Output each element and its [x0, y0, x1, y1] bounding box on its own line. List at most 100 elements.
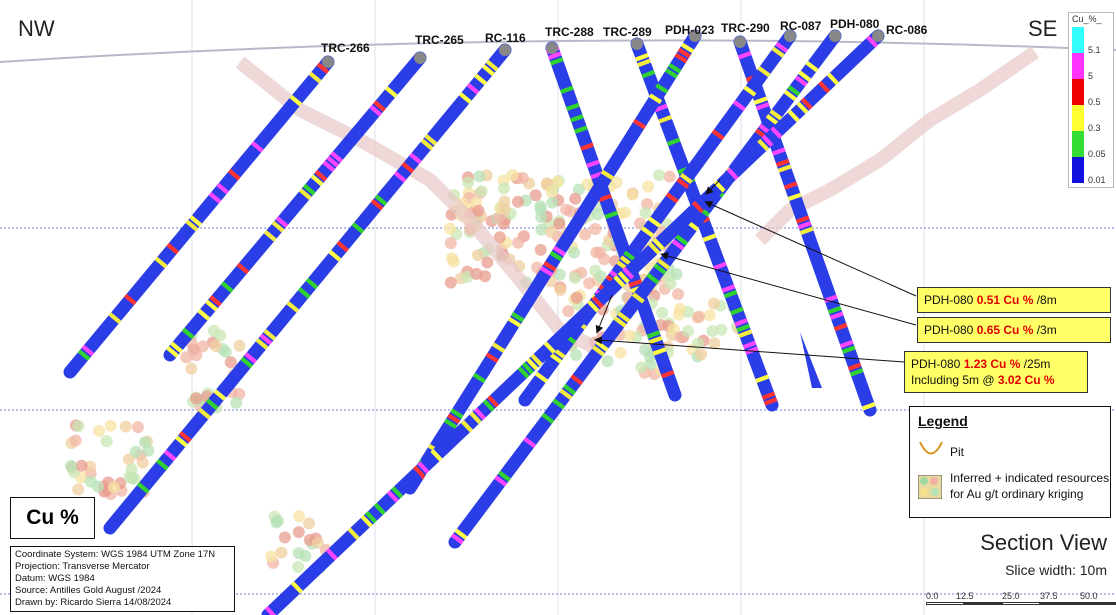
- assay-interval: [665, 192, 679, 204]
- assay-interval: [628, 279, 643, 288]
- assay-interval: [818, 80, 831, 94]
- assay-interval: [517, 366, 530, 379]
- assay-interval: [469, 411, 482, 425]
- resource-block: [639, 343, 652, 356]
- assay-interval: [757, 138, 770, 152]
- resource-block: [619, 206, 632, 219]
- hole-label: TRC-290: [721, 21, 770, 35]
- assay-interval: [604, 210, 619, 220]
- assay-interval: [648, 93, 663, 104]
- color-swatch: [1072, 79, 1084, 105]
- assay-interval: [198, 407, 211, 420]
- assay-interval: [640, 226, 654, 238]
- resource-block: [180, 351, 193, 364]
- assay-interval: [393, 171, 407, 183]
- resource-block: [591, 208, 604, 221]
- callout-3: PDH-080 1.23 Cu % /25m Including 5m @ 3.…: [904, 351, 1088, 393]
- assay-interval: [566, 102, 580, 112]
- assay-interval: [757, 66, 771, 78]
- assay-interval: [617, 311, 631, 323]
- assay-interval: [769, 109, 783, 121]
- resource-block: [667, 323, 680, 336]
- callout-arrow: [595, 294, 613, 334]
- callout-1: PDH-080 0.51 Cu % /8m: [917, 287, 1111, 313]
- assay-interval: [619, 255, 633, 267]
- assay-interval: [552, 347, 566, 359]
- resource-block: [473, 170, 486, 183]
- slice-width: Slice width: 10m: [1005, 562, 1107, 578]
- resource-block: [84, 475, 97, 488]
- assay-interval: [787, 192, 802, 201]
- resource-block: [670, 268, 683, 281]
- resource-block: [601, 355, 614, 368]
- assay-interval: [723, 289, 738, 299]
- resource-block: [695, 348, 708, 361]
- assay-interval: [570, 374, 584, 386]
- assay-interval: [598, 193, 612, 203]
- assay-interval: [737, 51, 752, 60]
- assay-interval: [664, 68, 679, 79]
- resource-block: [511, 195, 524, 208]
- assay-interval: [297, 287, 311, 299]
- assay-interval: [755, 374, 770, 384]
- resource-block: [107, 481, 120, 494]
- assay-interval: [754, 128, 768, 140]
- resource-block: [278, 531, 291, 544]
- resource-block: [553, 217, 566, 230]
- assay-interval: [559, 388, 573, 400]
- section-view-title: Section View: [980, 530, 1107, 555]
- assay-interval: [829, 311, 844, 320]
- assay-interval: [487, 395, 500, 408]
- resource-block: [209, 340, 222, 353]
- assay-interval: [236, 262, 250, 275]
- resource-block: [693, 310, 706, 323]
- se-label: SE: [1028, 16, 1058, 41]
- resource-block: [122, 453, 135, 466]
- assay-interval: [600, 169, 615, 181]
- assay-interval: [680, 42, 695, 54]
- assay-interval: [336, 240, 349, 253]
- assay-interval: [833, 322, 848, 332]
- assay-interval: [290, 581, 303, 594]
- resource-block: [614, 346, 627, 359]
- assay-interval: [641, 69, 656, 79]
- resource-block: [104, 419, 117, 432]
- assay-interval: [450, 408, 464, 419]
- legend-title: Legend: [918, 413, 968, 429]
- assay-interval: [482, 399, 495, 412]
- callout-2: PDH-080 0.65 Cu % /3m: [917, 317, 1111, 343]
- assay-interval: [648, 216, 661, 228]
- assay-interval: [648, 242, 661, 255]
- assay-interval: [849, 368, 864, 377]
- assay-interval: [541, 412, 555, 424]
- pit-wall-left: [235, 56, 604, 357]
- resource-block: [707, 297, 720, 310]
- assay-interval: [711, 129, 725, 141]
- assay-interval: [787, 85, 801, 97]
- assay-interval: [805, 61, 819, 73]
- collar: [734, 36, 746, 48]
- assay-interval: [552, 245, 567, 257]
- assay-interval: [216, 182, 230, 195]
- assay-interval: [736, 323, 751, 333]
- assay-interval: [454, 528, 468, 540]
- assay-interval: [617, 271, 630, 284]
- collar: [322, 56, 334, 68]
- assay-interval: [632, 118, 647, 130]
- assay-interval: [155, 458, 169, 471]
- assay-interval: [521, 362, 534, 375]
- assay-interval: [775, 158, 790, 168]
- assay-interval: [653, 263, 667, 275]
- assay-interval: [534, 371, 548, 383]
- assay-interval: [563, 333, 577, 345]
- assay-interval: [586, 159, 600, 168]
- assay-interval: [623, 250, 637, 262]
- assay-interval: [77, 349, 91, 361]
- legend-pit-label: Pit: [950, 445, 965, 459]
- collar: [414, 52, 426, 64]
- assay-interval: [674, 52, 688, 64]
- assay-interval: [401, 161, 415, 174]
- color-bar-label: 5.1: [1088, 45, 1101, 55]
- assay-interval: [511, 311, 525, 323]
- legend-resources-label-2: for Au g/t ordinary kriging: [950, 487, 1084, 501]
